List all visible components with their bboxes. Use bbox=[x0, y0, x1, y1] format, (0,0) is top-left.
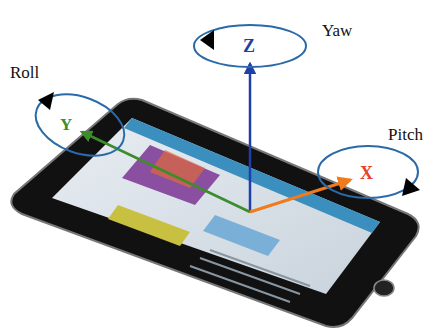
roll-arrowhead bbox=[38, 92, 54, 110]
x-axis bbox=[250, 180, 350, 212]
rotation-label: Pitch bbox=[388, 126, 423, 143]
y-axis bbox=[82, 132, 250, 212]
rotation-label: Yaw bbox=[322, 22, 352, 39]
phone-body bbox=[11, 99, 418, 327]
screen-image bbox=[108, 205, 190, 246]
pitch-ellipse bbox=[318, 146, 418, 198]
axis-label: X bbox=[360, 164, 373, 182]
yaw-ellipse bbox=[194, 25, 306, 67]
yaw-arrowhead bbox=[200, 30, 214, 50]
rotation-label: Roll bbox=[10, 64, 39, 81]
pitch-arrowhead bbox=[402, 178, 420, 196]
home-button bbox=[374, 280, 394, 296]
roll-ellipse bbox=[27, 83, 133, 167]
screen-image bbox=[203, 215, 280, 256]
screen-text-lines bbox=[190, 250, 310, 302]
phone-screen bbox=[52, 118, 380, 294]
screen-header bbox=[124, 118, 380, 233]
axis-label: Z bbox=[243, 37, 255, 55]
z-axis bbox=[249, 64, 252, 212]
axis-label: Y bbox=[60, 116, 72, 133]
